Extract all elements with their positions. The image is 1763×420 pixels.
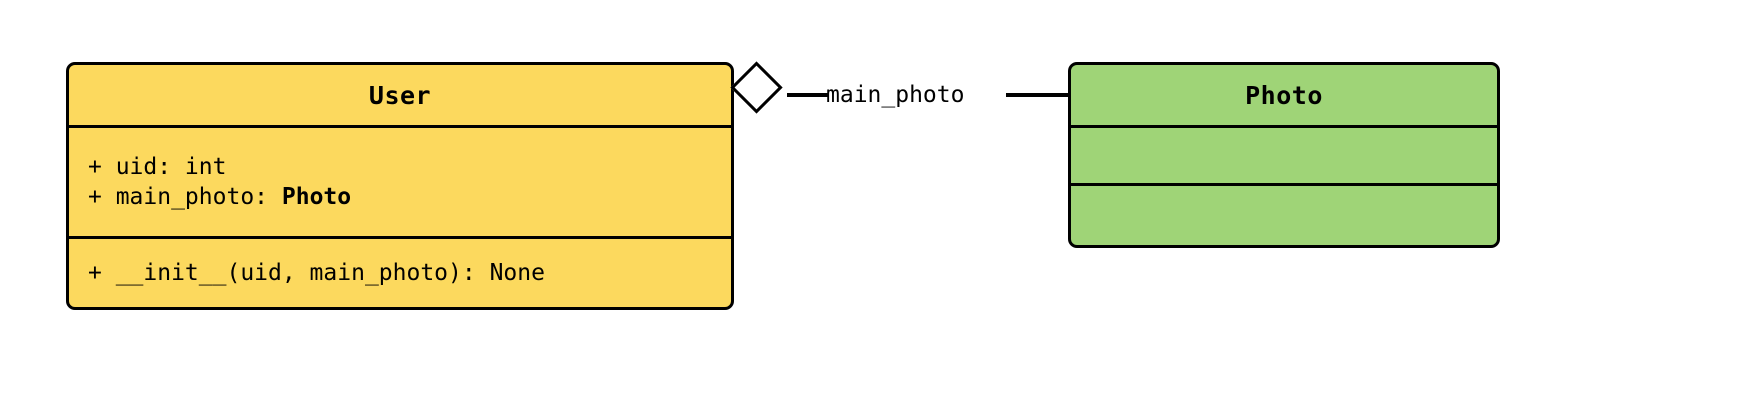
attribute-row: + uid: int <box>88 152 731 182</box>
class-title-compartment-photo: Photo <box>1071 65 1497 125</box>
attribute-row: + main_photo: Photo <box>88 182 731 212</box>
class-methods-compartment-photo <box>1071 183 1497 245</box>
aggregation-diamond-icon <box>730 61 783 114</box>
attribute-type-ref: Photo <box>281 184 352 210</box>
class-title-compartment-user: User <box>69 65 731 125</box>
association-line-right <box>1006 93 1070 97</box>
attribute-text: + uid: int <box>88 154 227 180</box>
class-name-photo: Photo <box>1245 80 1323 110</box>
class-methods-compartment-user: + __init__(uid, main_photo): None <box>69 236 731 307</box>
attribute-text: + main_photo: <box>88 184 282 210</box>
class-attributes-compartment-photo <box>1071 125 1497 183</box>
class-name-user: User <box>368 80 432 110</box>
method-row: + __init__(uid, main_photo): None <box>88 258 731 288</box>
class-box-user[interactable]: User + uid: int + main_photo: Photo + __… <box>66 62 734 310</box>
class-box-photo[interactable]: Photo <box>1068 62 1500 248</box>
association-line-left <box>787 93 829 97</box>
class-attributes-compartment-user: + uid: int + main_photo: Photo <box>69 125 731 236</box>
association-label: main_photo <box>826 82 965 108</box>
method-text: + __init__(uid, main_photo): None <box>88 260 545 286</box>
